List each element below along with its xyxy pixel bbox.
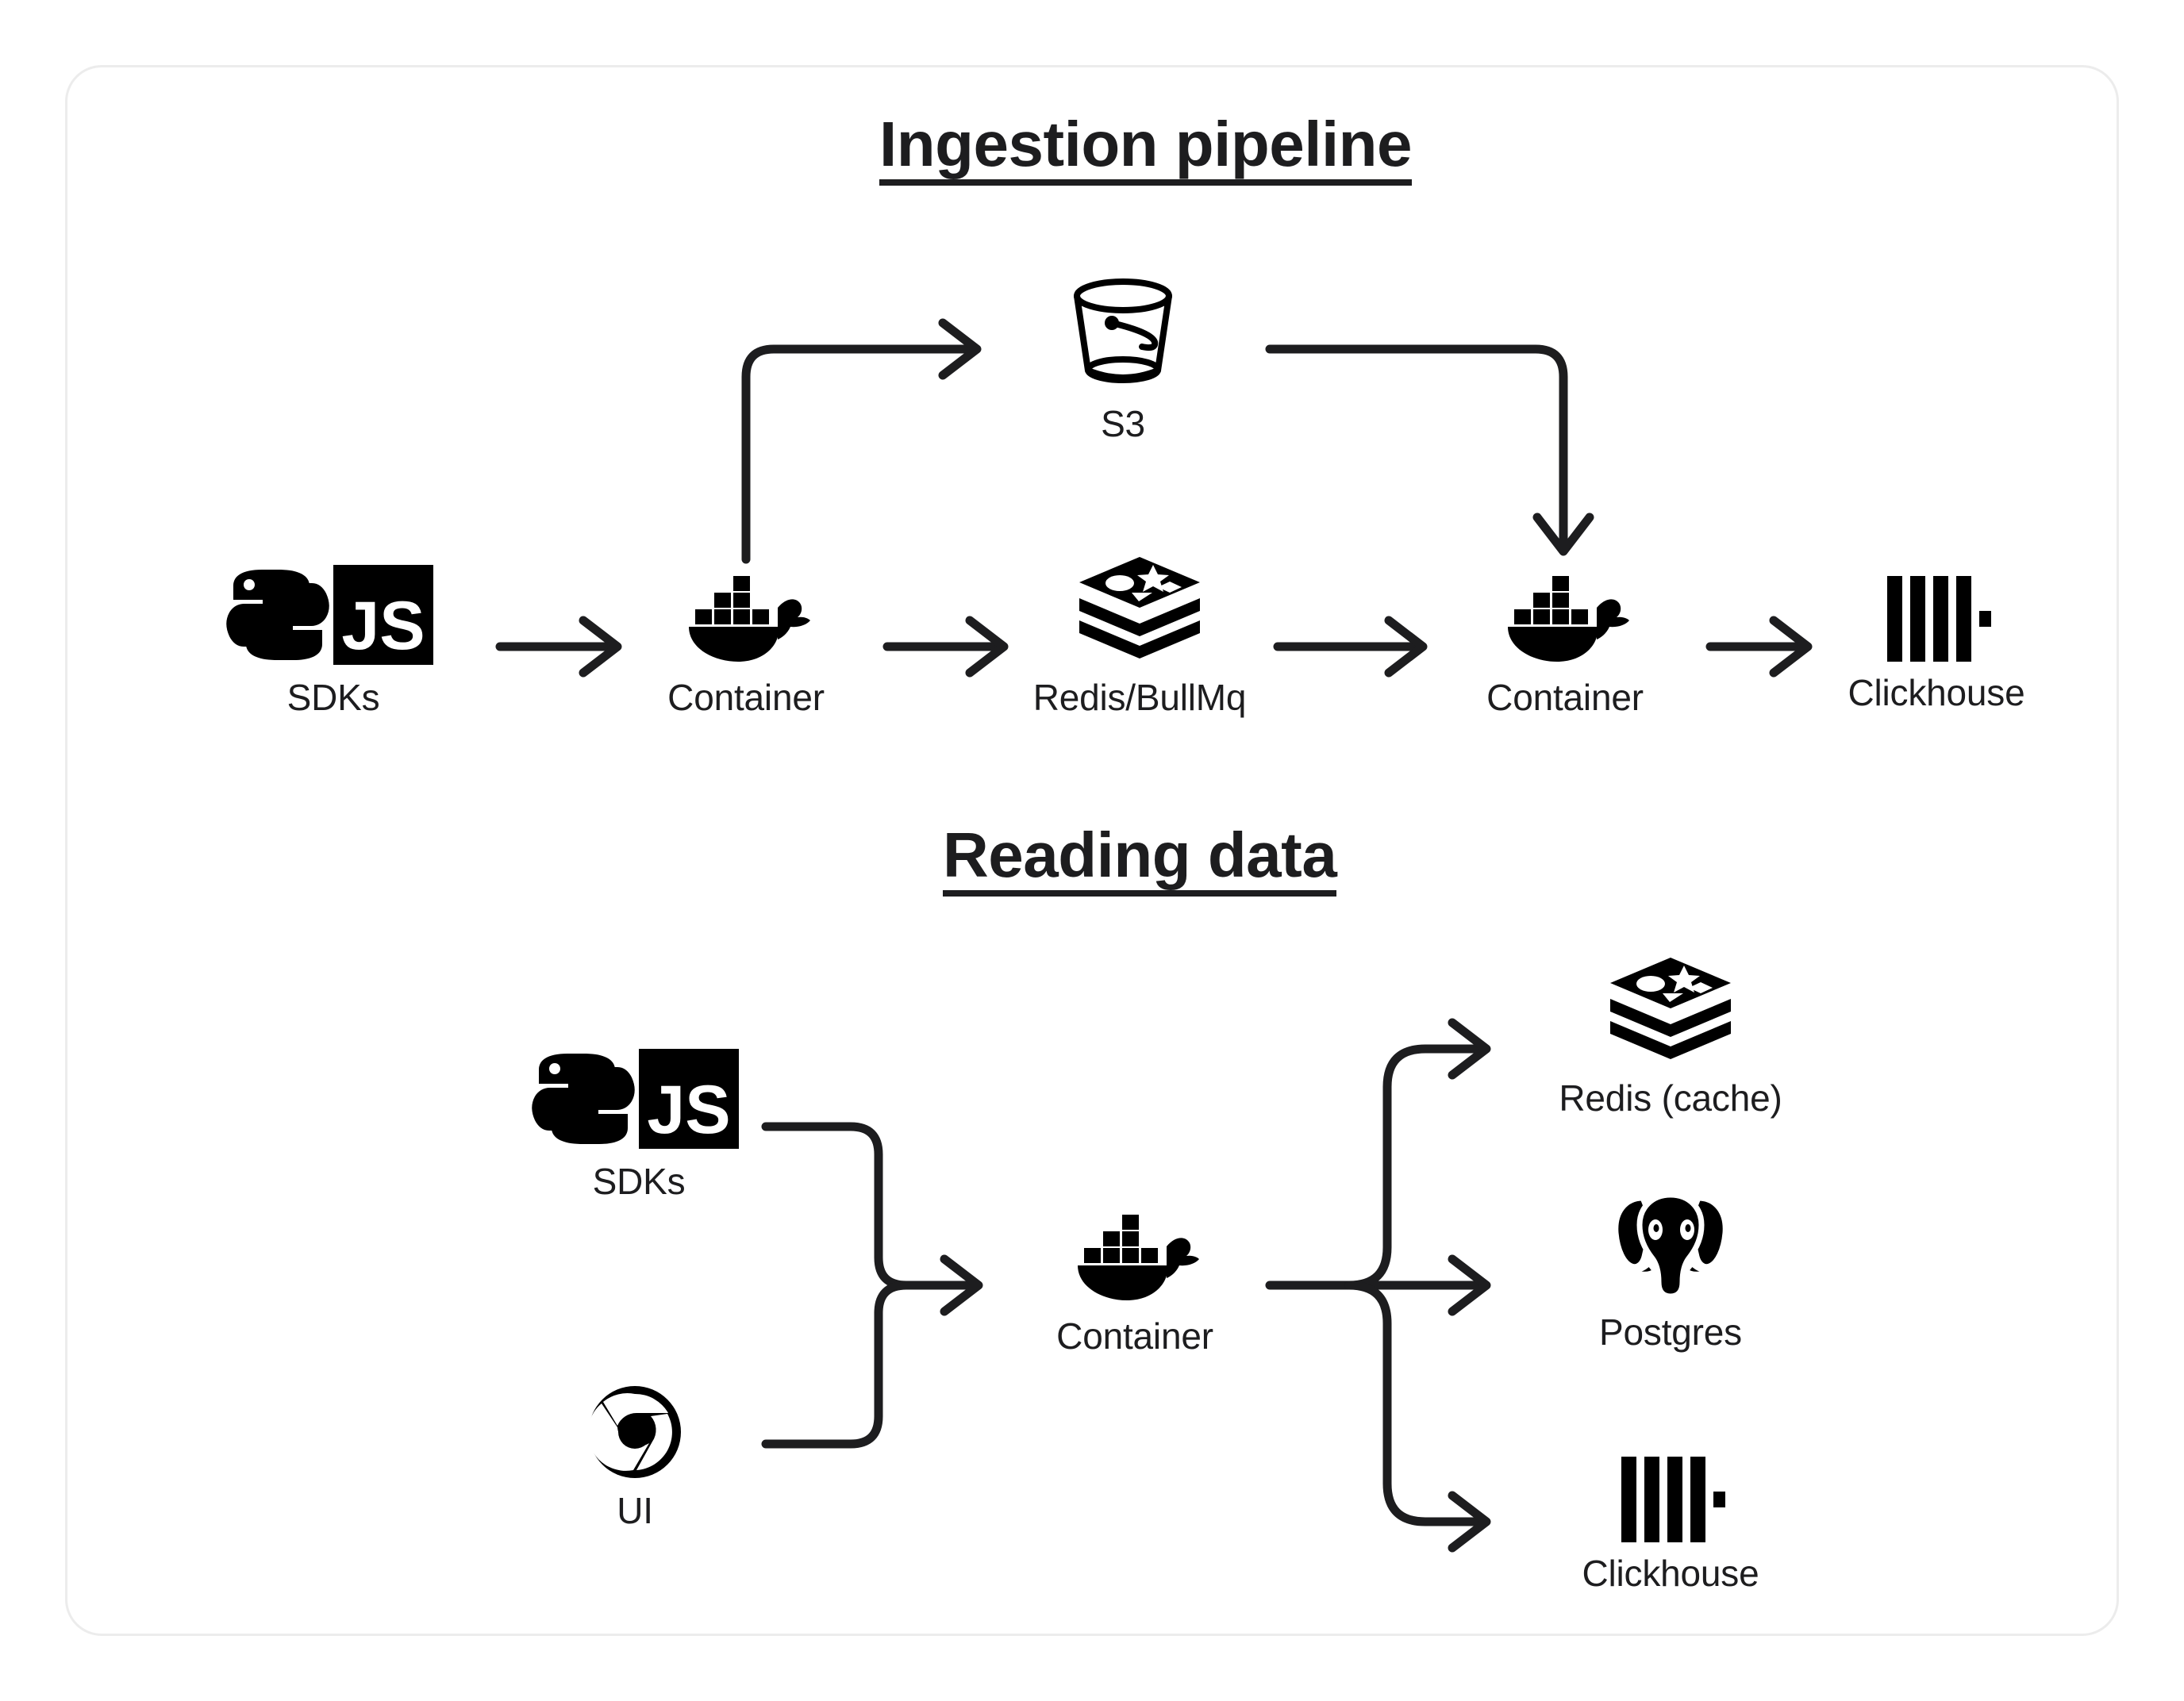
node-container-reading[interactable]: Container — [1000, 1186, 1270, 1357]
js-badge-label: JS — [341, 588, 425, 664]
node-label: Postgres — [1599, 1311, 1742, 1353]
node-clickhouse-reading[interactable]: Clickhouse — [1536, 1428, 1805, 1595]
node-sdks-reading[interactable]: JS SDKs — [504, 1031, 774, 1203]
node-label: Clickhouse — [1848, 672, 2025, 713]
node-label: Redis/BullMq — [1032, 677, 1247, 718]
node-clickhouse-ingestion[interactable]: Clickhouse — [1801, 547, 2071, 714]
node-label: Container — [1486, 677, 1644, 718]
redis-icon — [1076, 547, 1203, 666]
redis-icon — [1607, 948, 1734, 1067]
docker-icon — [1486, 547, 1644, 666]
node-label: SDKs — [592, 1161, 686, 1202]
node-container1-ingestion[interactable]: Container — [611, 547, 881, 719]
node-postgres-reading[interactable]: Postgres — [1536, 1182, 1805, 1354]
node-redis-ingestion[interactable]: Redis/BullMq — [1005, 547, 1275, 719]
node-sdks-ingestion[interactable]: JS SDKs — [198, 547, 468, 719]
docker-icon — [667, 547, 825, 666]
node-label: SDKs — [286, 677, 380, 718]
js-badge-label: JS — [647, 1072, 730, 1148]
python-js-icon: JS — [520, 1031, 758, 1150]
node-redis-reading[interactable]: Redis (cache) — [1536, 948, 1805, 1119]
node-label: S3 — [1101, 403, 1145, 444]
node-container2-ingestion[interactable]: Container — [1430, 547, 1700, 719]
diagram-card — [65, 65, 2119, 1636]
node-label: Container — [667, 677, 825, 718]
node-label: Redis (cache) — [1559, 1077, 1782, 1119]
bucket-icon — [1059, 274, 1186, 393]
clickhouse-icon — [1615, 1428, 1726, 1547]
docker-icon — [1055, 1186, 1214, 1305]
node-s3-ingestion[interactable]: S3 — [988, 274, 1258, 445]
node-label: UI — [617, 1490, 653, 1531]
node-label: Clickhouse — [1582, 1553, 1759, 1594]
clickhouse-icon — [1881, 547, 1992, 666]
ingestion-pipeline-title: Ingestion pipeline — [879, 111, 1413, 186]
reading-data-title: Reading data — [943, 822, 1337, 897]
node-ui-reading[interactable]: UI — [500, 1361, 770, 1532]
postgres-icon — [1611, 1182, 1730, 1301]
python-js-icon: JS — [214, 547, 452, 666]
chrome-icon — [587, 1361, 682, 1480]
node-label: Container — [1056, 1315, 1213, 1357]
